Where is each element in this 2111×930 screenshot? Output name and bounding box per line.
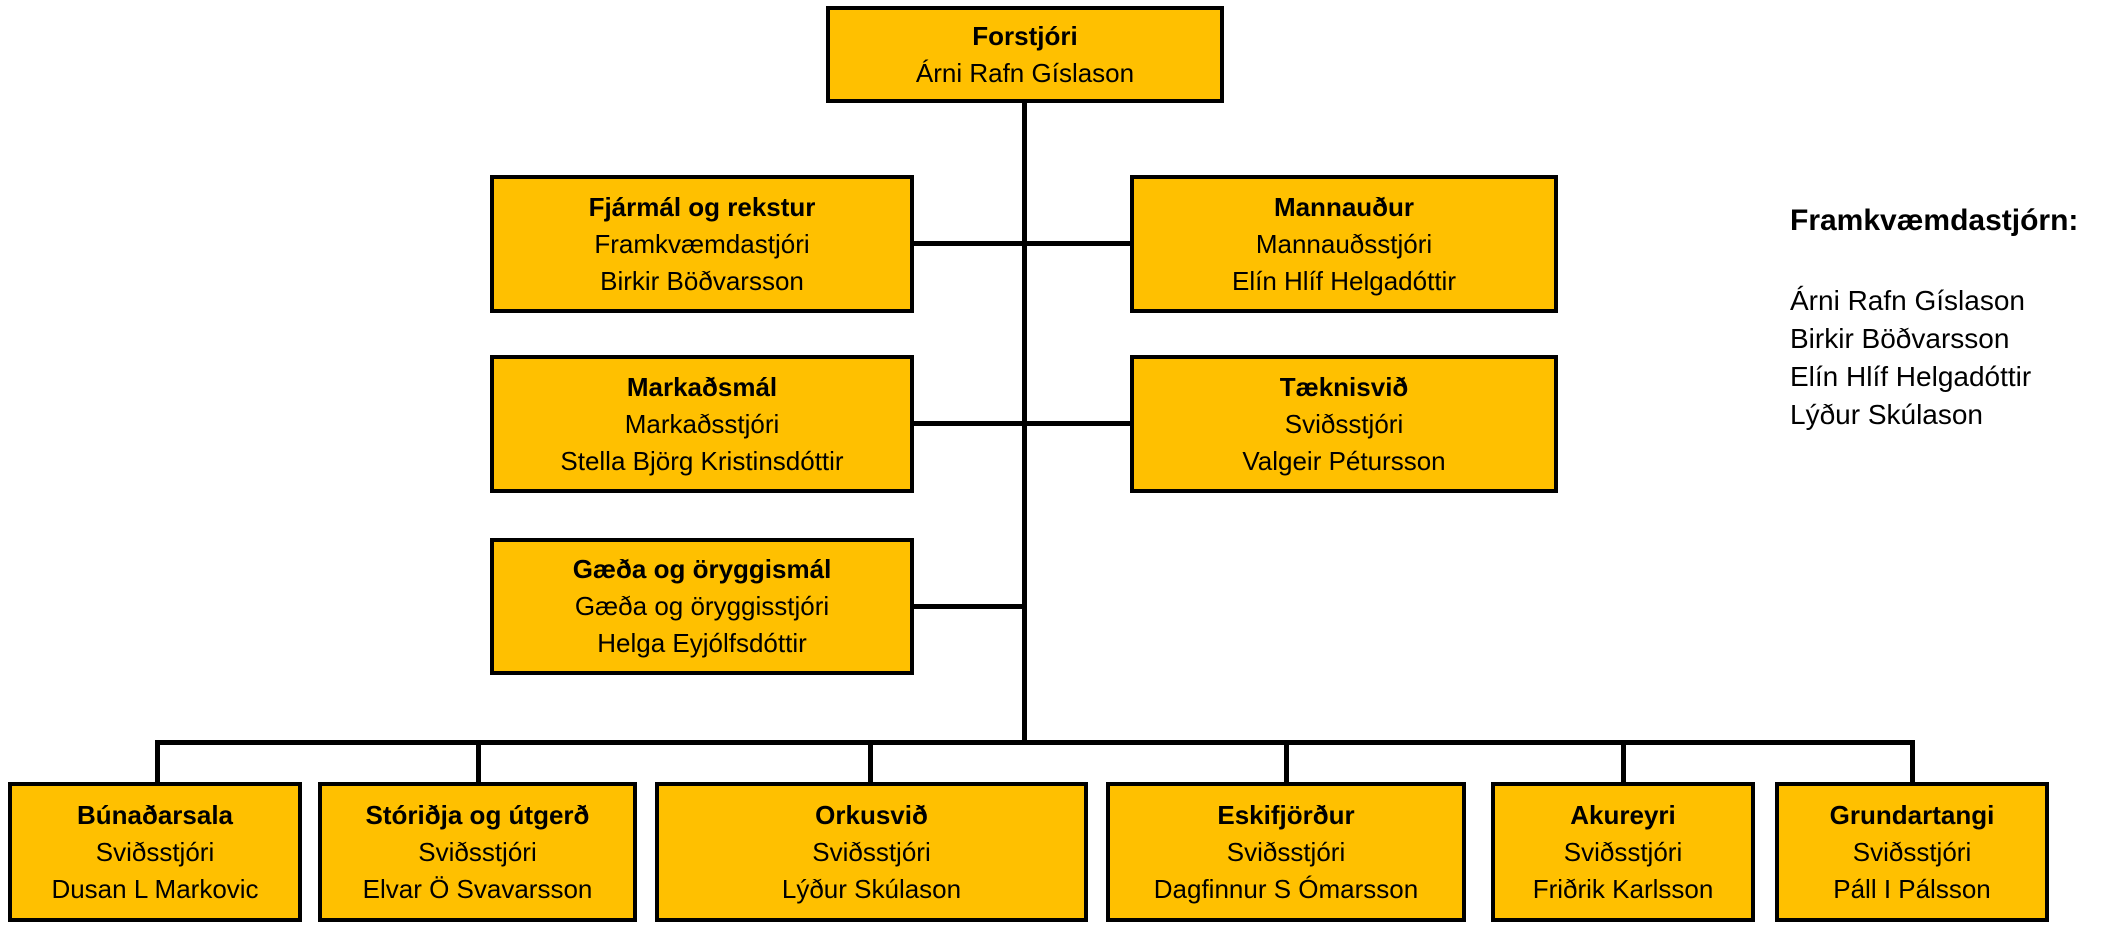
node-title: Mannauður (1273, 191, 1415, 222)
node-person: Valgeir Pétursson (1242, 445, 1446, 476)
node-person: Birkir Böðvarsson (600, 265, 804, 296)
executive-board-panel: Framkvæmdastjórn: Árni Rafn Gíslason Bir… (1790, 203, 2105, 434)
node-role: Sviðsstjóri (1284, 408, 1404, 439)
org-node-storidja-og-utgerd: Stóriðja og útgerð Sviðsstjóri Elvar Ö S… (318, 782, 637, 922)
connector-level2-horizontal (910, 241, 1134, 246)
connector-stub-eskifjordur (1284, 740, 1289, 786)
node-title: Tæknisvið (1279, 371, 1409, 402)
connector-bottom-bus (155, 740, 1915, 745)
org-node-grundartangi: Grundartangi Sviðsstjóri Páll I Pálsson (1775, 782, 2049, 922)
node-title: Akureyri (1570, 799, 1676, 830)
org-node-fjarmal-og-rekstur: Fjármál og rekstur Framkvæmdastjóri Birk… (490, 175, 914, 313)
node-role: Sviðsstjóri (812, 836, 931, 867)
node-role: Sviðsstjóri (418, 836, 537, 867)
connector-stub-grundartangi (1910, 740, 1915, 786)
connector-stub-bunadarsala (155, 740, 160, 786)
org-node-akureyri: Akureyri Sviðsstjóri Friðrik Karlsson (1491, 782, 1755, 922)
node-role: Framkvæmdastjóri (594, 228, 810, 259)
node-title: Gæða og öryggismál (572, 554, 832, 584)
node-person: Dagfinnur S Ómarsson (1153, 873, 1419, 904)
connector-stub-storidja (476, 740, 481, 786)
executive-board-member: Birkir Böðvarsson (1790, 323, 2010, 354)
node-title: Stóriðja og útgerð (365, 799, 590, 830)
node-title: Fjármál og rekstur (588, 191, 816, 222)
executive-board-member: Lýður Skúlason (1790, 399, 1984, 430)
node-person: Árni Rafn Gíslason (915, 57, 1135, 88)
node-person: Páll I Pálsson (1833, 873, 1991, 904)
node-title: Markaðsmál (626, 371, 778, 402)
node-title: Eskifjörður (1217, 799, 1355, 830)
node-title: Orkusvið (815, 799, 928, 830)
org-node-taeknisvid: Tæknisvið Sviðsstjóri Valgeir Pétursson (1130, 355, 1558, 493)
node-role: Markaðsstjóri (624, 408, 780, 439)
node-person: Dusan L Markovic (51, 873, 259, 904)
org-node-orkusvid: Orkusvið Sviðsstjóri Lýður Skúlason (655, 782, 1088, 922)
node-role: Gæða og öryggisstjóri (574, 591, 830, 621)
node-person: Elvar Ö Svavarsson (362, 873, 593, 904)
node-role: Sviðsstjóri (95, 836, 215, 867)
node-person: Lýður Skúlason (781, 873, 962, 904)
org-node-markadsmal: Markaðsmál Markaðsstjóri Stella Björg Kr… (490, 355, 914, 493)
node-role: Sviðsstjóri (1563, 836, 1683, 867)
org-node-mannaudur: Mannauður Mannauðsstjóri Elín Hlíf Helga… (1130, 175, 1558, 313)
node-person: Helga Eyjólfsdóttir (597, 628, 807, 658)
node-person: Elín Hlíf Helgadóttir (1232, 265, 1456, 296)
node-role: Mannauðsstjóri (1255, 228, 1433, 259)
executive-board-heading: Framkvæmdastjórn: (1790, 204, 2079, 237)
node-title: Forstjóri (972, 20, 1078, 51)
org-node-bunadarsala: Búnaðarsala Sviðsstjóri Dusan L Markovic (8, 782, 302, 922)
executive-board-list: Árni Rafn Gíslason Birkir Böðvarsson Elí… (1790, 282, 2105, 434)
executive-board-member: Árni Rafn Gíslason (1790, 285, 2025, 316)
connector-stub-akureyri (1621, 740, 1626, 786)
node-title: Búnaðarsala (76, 799, 234, 830)
org-node-forstjori: Forstjóri Árni Rafn Gíslason (826, 6, 1224, 103)
node-title: Grundartangi (1829, 799, 1995, 830)
node-role: Sviðsstjóri (1226, 836, 1346, 867)
node-person: Friðrik Karlsson (1532, 873, 1714, 904)
connector-stub-orkusvid (868, 740, 873, 786)
node-person: Stella Björg Kristinsdóttir (560, 445, 844, 476)
connector-level3-horizontal (910, 421, 1134, 426)
connector-level4-horizontal (910, 604, 1027, 609)
node-role: Sviðsstjóri (1852, 836, 1972, 867)
org-node-gaeda-og-oryggismal: Gæða og öryggismál Gæða og öryggisstjóri… (490, 538, 914, 675)
org-node-eskifjordur: Eskifjörður Sviðsstjóri Dagfinnur S Ómar… (1106, 782, 1466, 922)
executive-board-member: Elín Hlíf Helgadóttir (1790, 361, 2032, 392)
